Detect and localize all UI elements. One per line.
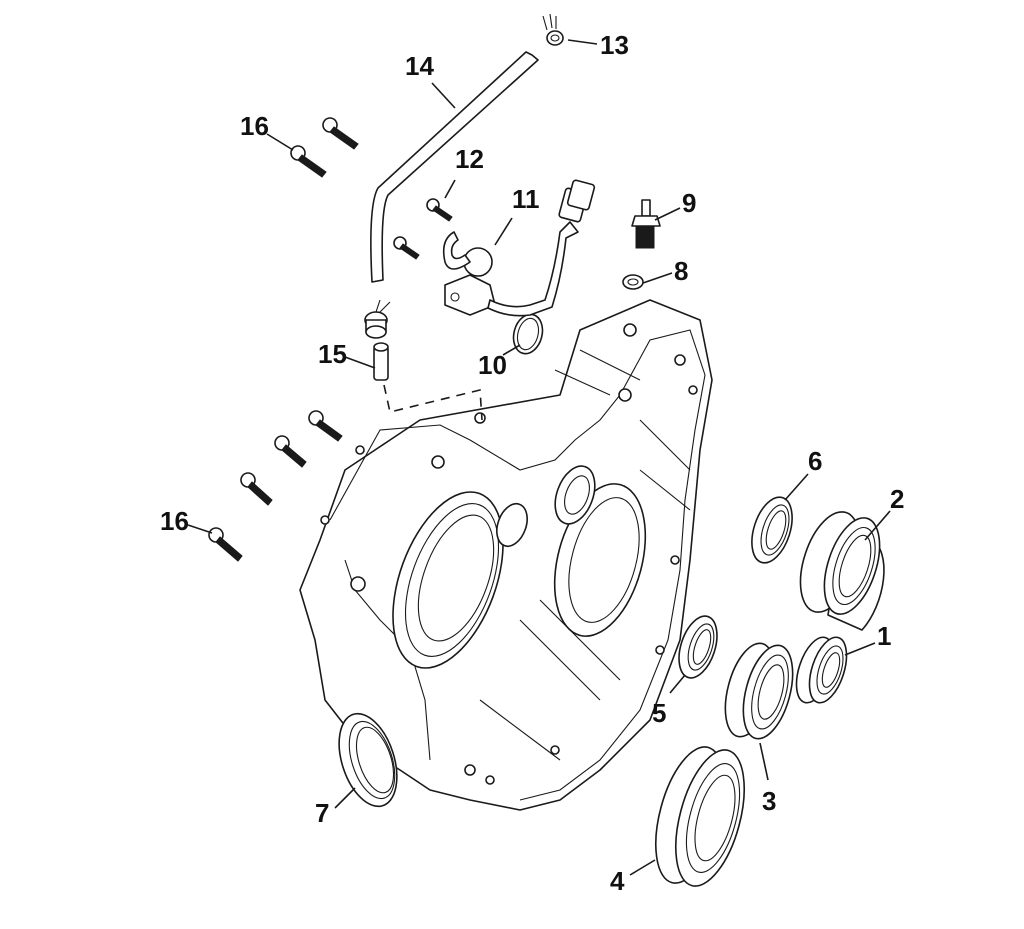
callout-16-bottom: 16: [160, 506, 189, 536]
callout-1: 1: [877, 621, 891, 651]
callout-10: 10: [478, 350, 507, 380]
part-5-oil-seal[interactable]: [672, 611, 724, 682]
callout-5: 5: [652, 698, 666, 728]
bolt-small[interactable]: [393, 236, 420, 260]
part-13-hose-clamp[interactable]: [542, 13, 564, 46]
part-1-bearing[interactable]: [789, 633, 853, 708]
bolt-left-1[interactable]: [308, 410, 343, 442]
part-15-fitting-pipe[interactable]: [373, 342, 389, 381]
part-11-sensor-harness[interactable]: [442, 179, 596, 317]
part-7-large-oil-seal[interactable]: [328, 706, 407, 813]
callout-14: 14: [405, 51, 434, 81]
part-12-bolt[interactable]: [426, 198, 453, 222]
callout-12: 12: [455, 144, 484, 174]
callout-16-top: 16: [240, 111, 269, 141]
callout-8: 8: [674, 256, 688, 286]
leader-lines: [187, 39, 891, 876]
part-10-o-ring[interactable]: [509, 311, 546, 357]
callout-6: 6: [808, 446, 822, 476]
callout-13: 13: [600, 30, 629, 60]
callout-15: 15: [318, 339, 347, 369]
part-6-oil-seal[interactable]: [744, 492, 799, 568]
callout-11: 11: [512, 184, 540, 214]
part-3-bearing[interactable]: [716, 638, 801, 744]
hose-clamp-lower[interactable]: [364, 299, 391, 339]
callout-7: 7: [315, 798, 329, 828]
bolt-left-2[interactable]: [274, 435, 307, 468]
callout-3: 3: [762, 786, 776, 816]
alignment-dash-line: [383, 384, 483, 421]
part-8-washer[interactable]: [622, 274, 644, 290]
part-16-bolt-bottom[interactable]: [208, 527, 243, 562]
callout-2: 2: [890, 484, 904, 514]
part-14-breather-hose[interactable]: [370, 51, 539, 283]
part-2-bearing[interactable]: [789, 505, 890, 631]
crankcase-body: [299, 299, 713, 811]
part-4-bearing[interactable]: [643, 740, 757, 894]
part-16-bolt-top-1[interactable]: [322, 117, 359, 150]
part-16-bolt-top-2[interactable]: [290, 145, 327, 178]
callout-4: 4: [610, 866, 625, 896]
part-9-switch-sensor[interactable]: [631, 199, 661, 249]
callout-9: 9: [682, 188, 696, 218]
bolt-left-3[interactable]: [240, 472, 273, 506]
